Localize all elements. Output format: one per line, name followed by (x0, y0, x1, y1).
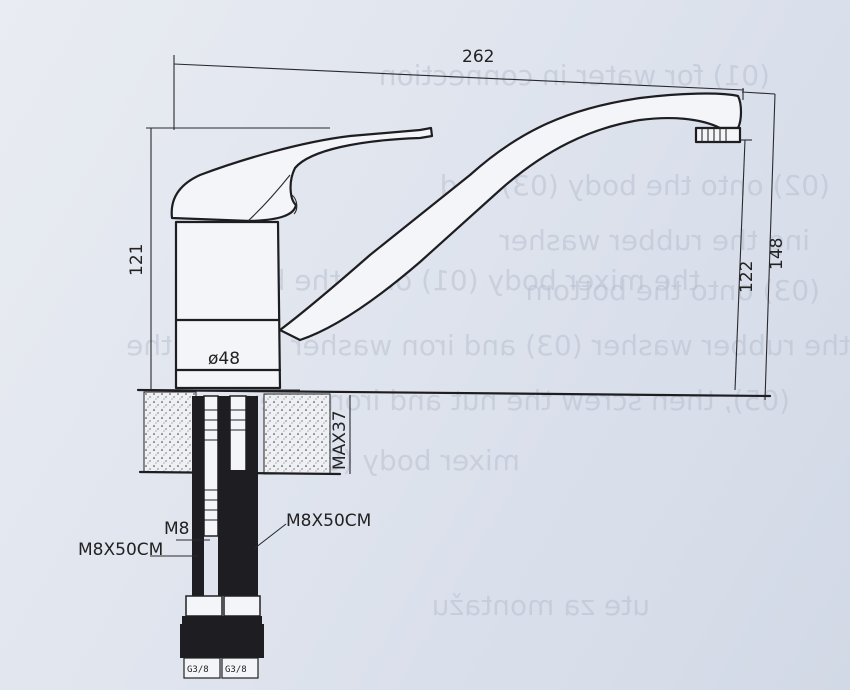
ghost-line-1: (01) for water in connection (379, 59, 770, 92)
faucet-mixer: ø48 (170, 92, 743, 390)
dimension-total-length: 262 (173, 47, 745, 130)
dimension-spout-height: 122 (734, 139, 757, 391)
ghost-line-8: mixer body (01) (296, 444, 520, 477)
spout (278, 92, 743, 342)
ghost-heading: ute za montažu (432, 589, 650, 622)
label-diameter: ø48 (208, 349, 240, 369)
ghost-line-5: the mixer body (01) onto the base (219, 264, 700, 297)
label-max37: MAX37 (330, 410, 350, 470)
label-122: 122 (737, 261, 757, 293)
ghost-line-4: (03) onto the bottom (526, 274, 820, 307)
countertop-section: MAX37 (138, 391, 351, 476)
bleed-through-text: (01) for water in connection (02) onto t… (126, 59, 850, 622)
ghost-line-3: ing the rubber washer (499, 224, 810, 257)
label-121: 121 (127, 244, 147, 276)
label-g38-right: G3/8 (225, 665, 247, 675)
label-g38-left: G3/8 (187, 665, 209, 675)
lever-handle (170, 126, 434, 223)
label-m8: M8 (164, 519, 189, 539)
label-hose-left: M8X50CM (78, 540, 163, 560)
dimension-total-height: 148 (740, 91, 787, 401)
label-262: 262 (462, 47, 494, 67)
hoses: G3/8 G3/8 M8 M8X50CM M8X50CM (78, 395, 371, 679)
label-hose-right: M8X50CM (286, 511, 371, 531)
countertop-line (136, 388, 772, 398)
label-148: 148 (767, 238, 787, 270)
mixer-body (174, 220, 282, 390)
aerator (694, 126, 742, 144)
